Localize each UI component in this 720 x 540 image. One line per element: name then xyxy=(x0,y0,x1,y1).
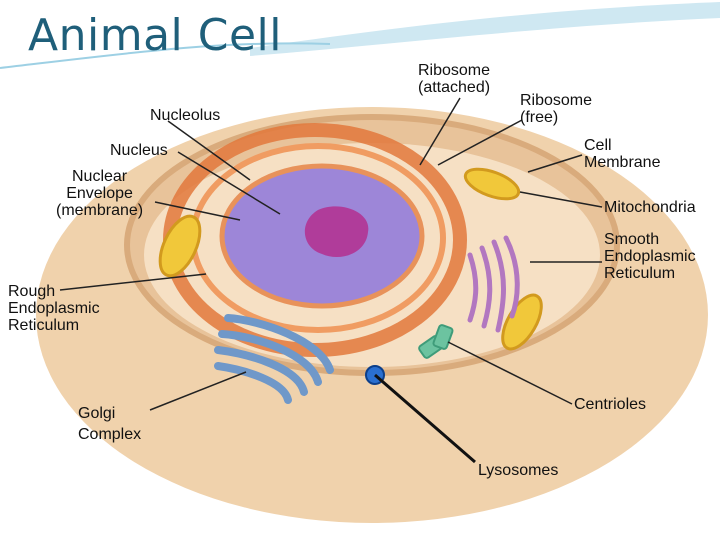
label-ribosome-free: Ribosome (free) xyxy=(520,92,592,126)
label-line: (membrane) xyxy=(56,202,144,219)
label-centrioles: Centrioles xyxy=(574,396,647,413)
label-line: Complex xyxy=(78,426,142,443)
label-line: Endoplasmic xyxy=(8,300,100,317)
label-lysosomes: Lysosomes xyxy=(478,462,559,479)
label-line: Reticulum xyxy=(604,265,676,282)
page-title: Animal Cell xyxy=(28,10,282,61)
label-nuclear-envelope: Nuclear Envelope (membrane) xyxy=(56,168,143,219)
label-line: Ribosome xyxy=(418,62,491,79)
label-line: Envelope xyxy=(66,185,133,202)
centrioles-shape xyxy=(418,324,454,359)
label-line: Ribosome xyxy=(520,92,593,109)
label-line: Reticulum xyxy=(8,317,80,334)
golgi-shape xyxy=(214,314,334,404)
label-line: Golgi xyxy=(78,405,116,422)
label-rough-er: Rough Endoplasmic Reticulum xyxy=(8,283,100,334)
label-golgi: Golgi Complex xyxy=(78,403,141,445)
label-line: Nuclear xyxy=(72,168,128,185)
smooth-er-shape xyxy=(467,235,520,333)
label-line: (attached) xyxy=(418,79,491,96)
label-line: Membrane xyxy=(584,154,661,171)
lysosome-line xyxy=(374,373,476,464)
label-line: (free) xyxy=(520,109,559,126)
header-swoosh xyxy=(250,2,720,56)
label-line: Smooth xyxy=(604,231,660,248)
label-nucleus: Nucleus xyxy=(110,142,168,159)
label-smooth-er: Smooth Endoplasmic Reticulum xyxy=(604,231,696,282)
label-ribosome-attached: Ribosome (attached) xyxy=(418,62,490,96)
label-cell-membrane: Cell Membrane xyxy=(584,137,660,171)
label-line: Rough xyxy=(8,283,56,300)
nucleolus-shape xyxy=(304,206,369,258)
leader-lines xyxy=(59,97,603,411)
label-nucleolus: Nucleolus xyxy=(150,107,221,124)
label-line: Cell xyxy=(584,137,612,154)
label-line: Endoplasmic xyxy=(604,248,696,265)
label-mitochondria: Mitochondria xyxy=(604,199,696,216)
header-swoosh-2 xyxy=(0,42,331,69)
